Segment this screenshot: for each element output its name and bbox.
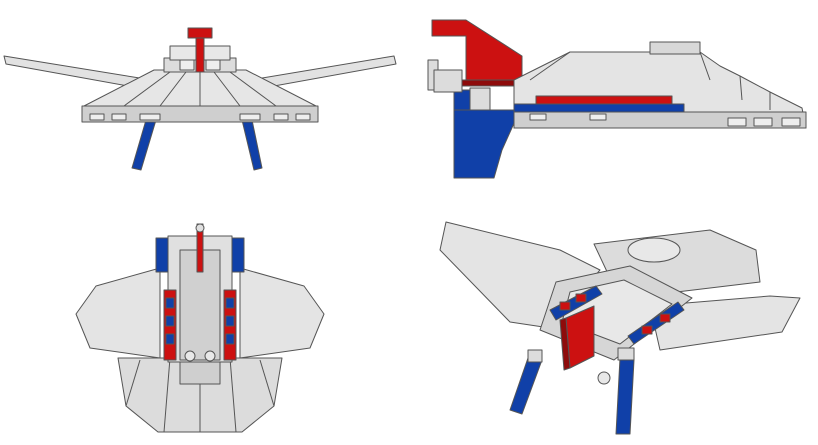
red-interior-strip — [535, 95, 673, 105]
front-view-drawing — [3, 27, 397, 171]
antenna-mast — [195, 35, 205, 73]
right-landing-leg — [241, 119, 263, 171]
cockpit-dome — [627, 237, 681, 263]
side-view-drawing — [427, 19, 807, 179]
blue-bricks — [513, 103, 685, 113]
antenna-tip — [187, 27, 213, 39]
cockpit-dome — [649, 41, 701, 55]
perspective-view — [410, 210, 818, 445]
left-wing — [75, 267, 161, 359]
front-view — [0, 0, 400, 200]
perspective-view-drawing — [439, 221, 801, 435]
right-blue-bricks — [231, 237, 245, 273]
side-view — [410, 0, 818, 200]
top-view-drawing — [75, 223, 325, 433]
left-landing-leg — [131, 119, 157, 171]
left-blue-bricks — [155, 237, 169, 273]
left-landing-leg — [509, 357, 543, 415]
right-wing — [239, 267, 325, 359]
top-view — [0, 210, 400, 445]
right-landing-leg — [615, 357, 635, 435]
right-wing — [649, 295, 801, 351]
blue-tail-fin — [453, 109, 521, 179]
